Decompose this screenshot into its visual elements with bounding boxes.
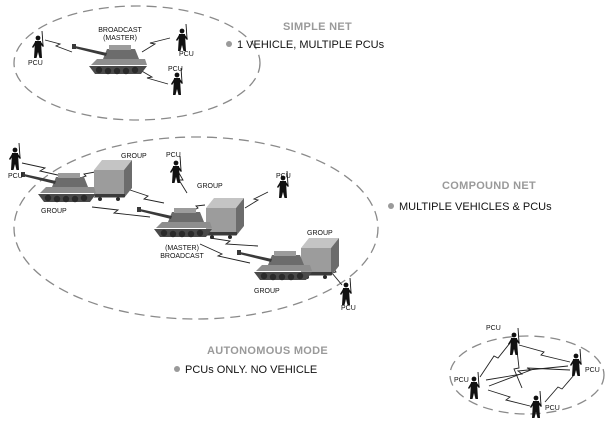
- compound-net-title: COMPOUND NET: [442, 180, 537, 192]
- simple-net-vehicle: [72, 44, 147, 75]
- compound-net-bullet-text: MULTIPLE VEHICLES & PCUs: [399, 201, 552, 213]
- compound-net-group-2-label: GROUP: [197, 183, 223, 190]
- autonomous-pcu-top-label: PCU: [486, 325, 501, 332]
- autonomous-net-boundary: [449, 335, 605, 415]
- autonomous-mode-title: AUTONOMOUS MODE: [207, 345, 329, 357]
- compound-net-pcu-outside-label: PCU: [8, 173, 23, 180]
- simple-net-pcu-top-icon: [175, 23, 189, 52]
- compound-net-vehicle-bottom: [237, 250, 312, 281]
- simple-net-broadcast-line2: (MASTER): [103, 35, 137, 42]
- compound-net-bullet: MULTIPLE VEHICLES & PCUs: [388, 201, 552, 213]
- simple-net-bullet: 1 VEHICLE, MULTIPLE PCUs: [226, 39, 384, 51]
- autonomous-radio-links: [479, 342, 575, 407]
- compound-net-master-line1: (MASTER): [165, 245, 199, 252]
- compound-net-group-1-label: GROUP: [121, 153, 147, 160]
- simple-net-pcu-bottom-label: PCU: [168, 66, 183, 73]
- simple-net-bullet-text: 1 VEHICLE, MULTIPLE PCUs: [237, 39, 385, 51]
- simple-net-title: SIMPLE NET: [283, 21, 353, 33]
- autonomous-pcu-left-icon: [467, 371, 481, 400]
- compound-net-master-vehicle: [137, 207, 212, 238]
- autonomous-pcu-left-label: PCU: [454, 377, 469, 384]
- compound-net-group-bottom-label: GROUP: [254, 288, 280, 295]
- bullet-dot-icon: [174, 366, 180, 372]
- compound-net-group-3-label: GROUP: [307, 230, 333, 237]
- compound-net-pcu-right-label: PCU: [276, 173, 291, 180]
- compound-net-pcu-top-label: PCU: [166, 152, 181, 159]
- simple-net-boundary: [13, 5, 261, 121]
- bullet-dot-icon: [388, 203, 394, 209]
- compound-net-pcu-outside-icon: [8, 142, 22, 171]
- compound-net-master-line2: BROADCAST: [160, 253, 204, 260]
- compound-net-group-left-label: GROUP: [41, 208, 67, 215]
- simple-net-radio-links: [44, 37, 171, 85]
- autonomous-pcu-bottom-label: PCU: [545, 405, 560, 412]
- simple-net-pcu-top-label: PCU: [179, 51, 194, 58]
- compound-net-pcu-bottom-label: PCU: [341, 305, 356, 312]
- autonomous-pcu-right-label: PCU: [585, 367, 600, 374]
- bullet-dot-icon: [226, 41, 232, 47]
- compound-net-pcu-top-icon: [169, 155, 183, 184]
- autonomous-mode-bullet: PCUs ONLY. NO VEHICLE: [174, 364, 317, 376]
- autonomous-pcu-right-icon: [569, 348, 583, 377]
- compound-net-shelter-1: [94, 160, 132, 201]
- autonomous-mode-bullet-text: PCUs ONLY. NO VEHICLE: [185, 364, 318, 376]
- simple-net-broadcast-label: BROADCAST (MASTER): [95, 27, 145, 43]
- simple-net-broadcast-line1: BROADCAST: [98, 27, 142, 34]
- compound-net-boundary: [13, 136, 379, 320]
- compound-net-master-label: (MASTER) BROADCAST: [154, 245, 210, 261]
- compound-net-shelter-2: [206, 198, 244, 239]
- autonomous-pcu-top-icon: [507, 327, 521, 356]
- simple-net-pcu-left-label: PCU: [28, 60, 43, 67]
- simple-net-pcu-left-icon: [31, 30, 45, 59]
